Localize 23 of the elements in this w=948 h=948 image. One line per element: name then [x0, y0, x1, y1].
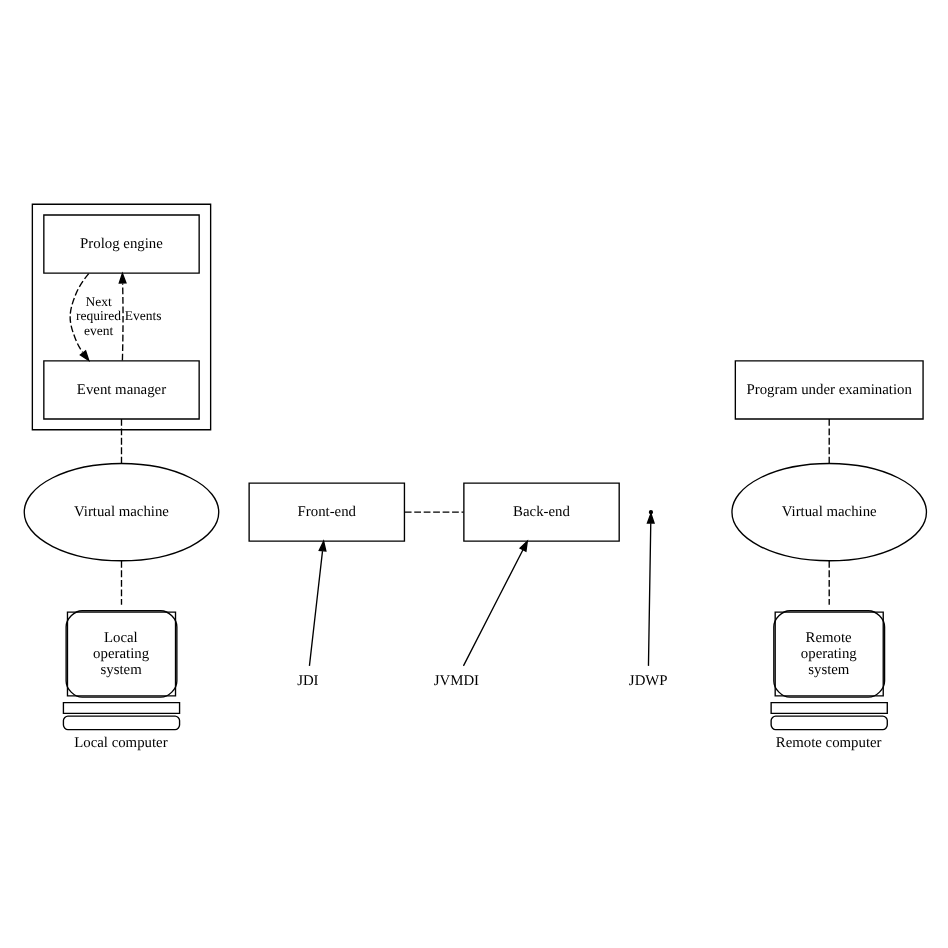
node-label: Remote computer	[775, 731, 882, 750]
connector	[828, 559, 830, 605]
connector	[404, 510, 465, 512]
node-box: Back-end	[463, 481, 620, 541]
arrow	[69, 271, 90, 361]
node-box: Prolog engine	[43, 213, 200, 273]
node-ellipse: Virtual machine	[731, 461, 928, 561]
node-box: Program under examination	[734, 359, 924, 419]
node-box: Front-end	[248, 481, 406, 541]
node-text: JDWP	[628, 669, 668, 688]
connector	[120, 417, 123, 463]
arrow	[646, 510, 655, 666]
arrow	[118, 270, 127, 361]
node-ellipse: Virtual machine	[23, 461, 220, 561]
arrow	[308, 538, 327, 666]
arrow	[462, 538, 529, 666]
node-label: Local computer	[74, 731, 168, 750]
connector	[828, 417, 830, 463]
cluster	[31, 202, 212, 430]
node-box: Event manager	[43, 359, 200, 419]
node-text: JDI	[297, 669, 319, 688]
node-text: JVMDI	[433, 669, 480, 688]
connector	[120, 559, 123, 605]
